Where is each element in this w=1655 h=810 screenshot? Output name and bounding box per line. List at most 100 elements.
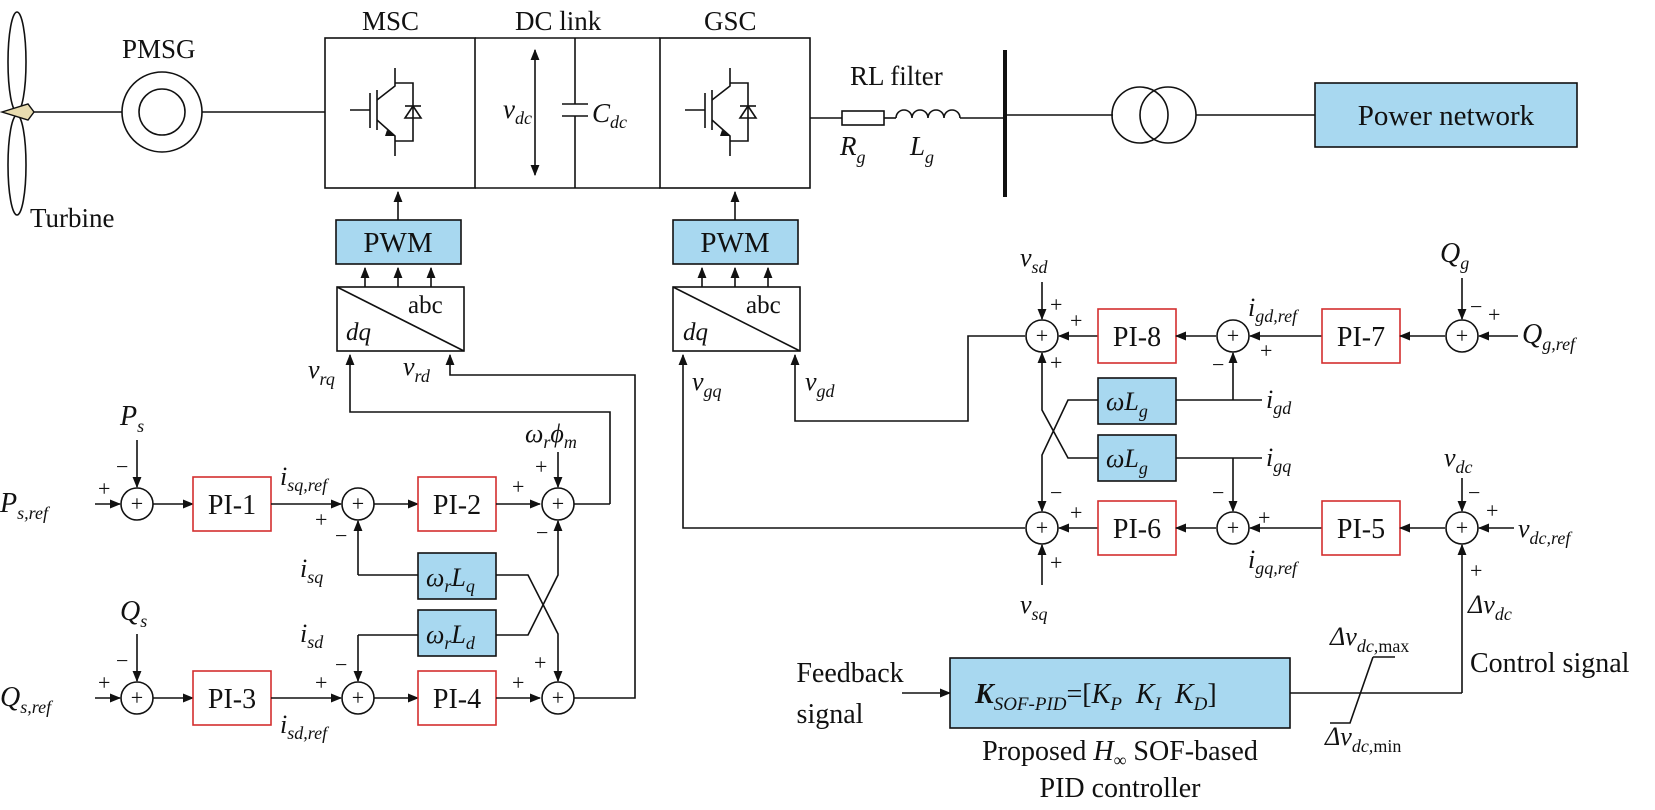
sum-symbol: + [352,685,364,710]
vdc-meas-label: vdc [1444,443,1473,477]
isq-ref-label: isq,ref [280,462,330,495]
sign: − [116,454,128,479]
vrq-label: vrq [308,355,335,389]
msc-label: MSC [362,6,419,36]
qs-label: Qs [120,596,147,631]
sum-node-vrd [541,681,575,715]
abc-label-gsc: abc [746,292,781,319]
proposed-label-2: PID controller [1040,773,1202,804]
sum-symbol: + [552,491,564,516]
pi-5-block [1321,500,1401,556]
turbine-icon [0,11,35,216]
pi-6-label: PI-6 [1113,514,1161,545]
capacitor-icon [562,38,588,188]
vgd-wire [790,335,1025,422]
sign: + [1488,302,1500,327]
sum-symbol: + [131,685,143,710]
abc-label-msc: abc [408,292,443,319]
pi-1-block [192,476,272,532]
sum-symbol: + [1036,323,1048,348]
isq-label: isq [300,554,323,587]
sign: + [98,670,110,695]
vdc-ref-label: vdc,ref [1518,514,1573,548]
dc-link-label: DC link [515,6,602,36]
sign: − [1212,352,1224,377]
pi-5-label: PI-5 [1337,514,1385,545]
igbt-icon-gsc [685,68,758,156]
dvdc-min-label: Δvdc,min [1324,722,1401,756]
wr-ld-block [417,609,497,657]
omega-lg-label-2: ωLg [1106,444,1148,478]
sign: − [335,523,347,548]
sign: + [1070,500,1082,525]
dq-abc-arrows-gsc [697,266,773,287]
isd-ref-label: isd,ref [280,710,330,743]
isd-label: isd [300,619,324,652]
sign: + [535,454,547,479]
turbine-label: Turbine [30,203,115,233]
sum-symbol: + [1036,515,1048,540]
sign: + [98,476,110,501]
wr-ld-label: ωrLd [426,620,476,653]
sign: − [536,520,548,545]
sign: + [1050,350,1062,375]
sum-symbol: + [1227,515,1239,540]
sign: + [1470,558,1482,583]
lg-label: Lg [909,131,934,167]
transformer-icon [1111,86,1197,144]
sign: + [534,650,546,675]
sum-symbol: + [352,491,364,516]
sign: + [1486,498,1498,523]
sum-symbol: + [552,685,564,710]
sign: − [116,648,128,673]
pi-1-label: PI-1 [208,490,256,521]
vsd-label: vsd [1020,243,1049,277]
sign: + [315,507,327,532]
pwm-box-gsc [672,219,799,265]
pmsg-icon [121,71,203,153]
delta-vdc-label: Δvdc [1467,590,1512,624]
sign: + [315,670,327,695]
igq-ref-label: igq,ref [1248,545,1300,578]
vrd-wire [445,353,636,699]
dq-label-msc: dq [346,319,371,346]
dvdc-max-label: Δvdc,max [1329,622,1409,656]
sign: + [1260,338,1272,363]
sign: + [1050,550,1062,575]
pi-2-label: PI-2 [433,490,481,521]
qg-label: Qg [1440,238,1469,273]
igd-label: igd [1266,385,1292,418]
ps-label: Ps [119,401,144,436]
gsc-box [659,37,811,189]
pi-3-label: PI-3 [208,684,256,715]
sum-symbol: + [1227,323,1239,348]
power-network-label: Power network [1358,100,1535,132]
sign: + [512,474,524,499]
cdc-label: Cdc [592,98,627,132]
rg-label: Rg [839,131,866,167]
vrq-wire [345,353,611,504]
pmsg-label: PMSG [122,34,196,64]
pwm-label-msc: PWM [363,227,432,259]
pi-8-label: PI-8 [1113,322,1161,353]
sign: + [1258,505,1270,530]
rl-filter-label: RL filter [850,61,943,91]
pwm-box-msc [335,219,462,265]
sum-symbol: + [1456,515,1468,540]
qs-ref-label: Qs,ref [0,682,54,717]
sum-symbol: + [131,491,143,516]
feedback-label-1: Feedback [796,658,903,689]
sign: − [1050,480,1062,505]
omega-lg-label-1: ωLg [1106,387,1148,421]
pi-7-label: PI-7 [1337,322,1385,353]
pi-3-block [192,670,272,726]
sof-pid-block [949,657,1291,729]
sign: + [512,670,524,695]
gsc-label: GSC [704,6,757,36]
power-network-box [1314,82,1578,148]
sign: + [1070,308,1082,333]
inductor-icon [895,109,961,119]
proposed-label-1: Proposed H∞ SOF-based [982,736,1258,770]
